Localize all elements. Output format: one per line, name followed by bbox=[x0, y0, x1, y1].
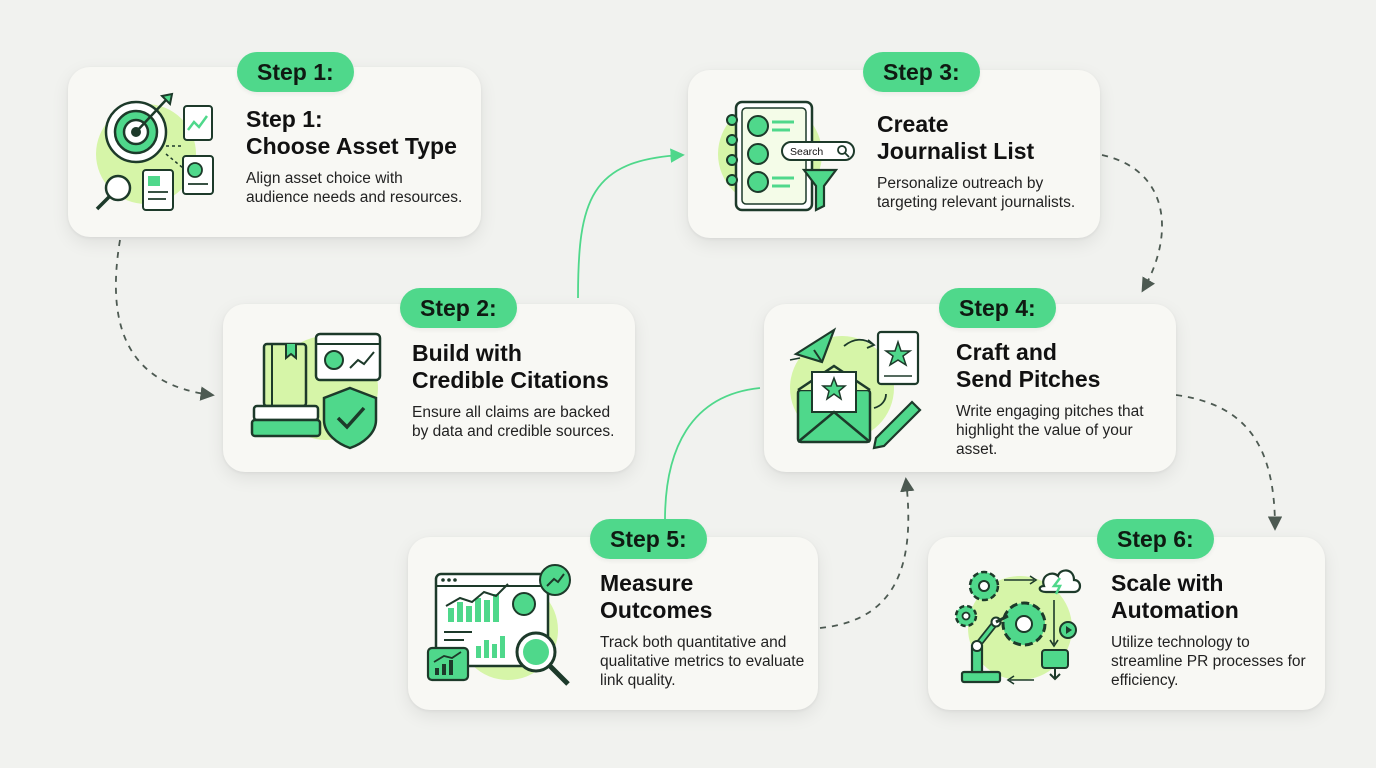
step-4-title: Craft and Send Pitches bbox=[956, 339, 1156, 393]
target-documents-icon bbox=[88, 88, 223, 218]
search-label: Search bbox=[790, 146, 823, 158]
analytics-dashboard-icon bbox=[424, 560, 584, 692]
step-6-pill: Step 6: bbox=[1097, 519, 1214, 559]
step-5-pill: Step 5: bbox=[590, 519, 707, 559]
step-1-pill: Step 1: bbox=[237, 52, 354, 92]
step-3-title: Create Journalist List bbox=[877, 111, 1087, 165]
arrow-step5-to-step4-up bbox=[665, 388, 760, 520]
contact-list-search-icon: Search bbox=[712, 90, 862, 220]
arrow-step5-to-step4 bbox=[820, 480, 908, 628]
arrow-step3-to-step4 bbox=[1102, 155, 1162, 290]
step-5-description: Track both quantitative and qualitative … bbox=[600, 633, 810, 690]
step-3-description: Personalize outreach by targeting releva… bbox=[877, 174, 1092, 212]
arrow-step1-to-step2 bbox=[116, 240, 212, 395]
step-2-pill: Step 2: bbox=[400, 288, 517, 328]
step-4-pill: Step 4: bbox=[939, 288, 1056, 328]
books-shield-icon bbox=[246, 322, 396, 452]
step-6-description: Utilize technology to streamline PR proc… bbox=[1111, 633, 1316, 690]
step-2-title: Build with Credible Citations bbox=[412, 340, 627, 394]
arrow-step2-to-step3 bbox=[578, 155, 682, 298]
step-1-description: Align asset choice with audience needs a… bbox=[246, 169, 468, 207]
arrow-step4-to-step6 bbox=[1176, 395, 1275, 528]
step-2-description: Ensure all claims are backed by data and… bbox=[412, 403, 627, 441]
step-1-title: Step 1: Choose Asset Type bbox=[246, 106, 476, 160]
step-5-title: Measure Outcomes bbox=[600, 570, 800, 624]
step-3-pill: Step 3: bbox=[863, 52, 980, 92]
step-6-title: Scale with Automation bbox=[1111, 570, 1316, 624]
automation-gears-icon bbox=[948, 560, 1088, 692]
envelope-pitch-icon bbox=[786, 320, 941, 450]
step-4-description: Write engaging pitches that highlight th… bbox=[956, 402, 1161, 459]
